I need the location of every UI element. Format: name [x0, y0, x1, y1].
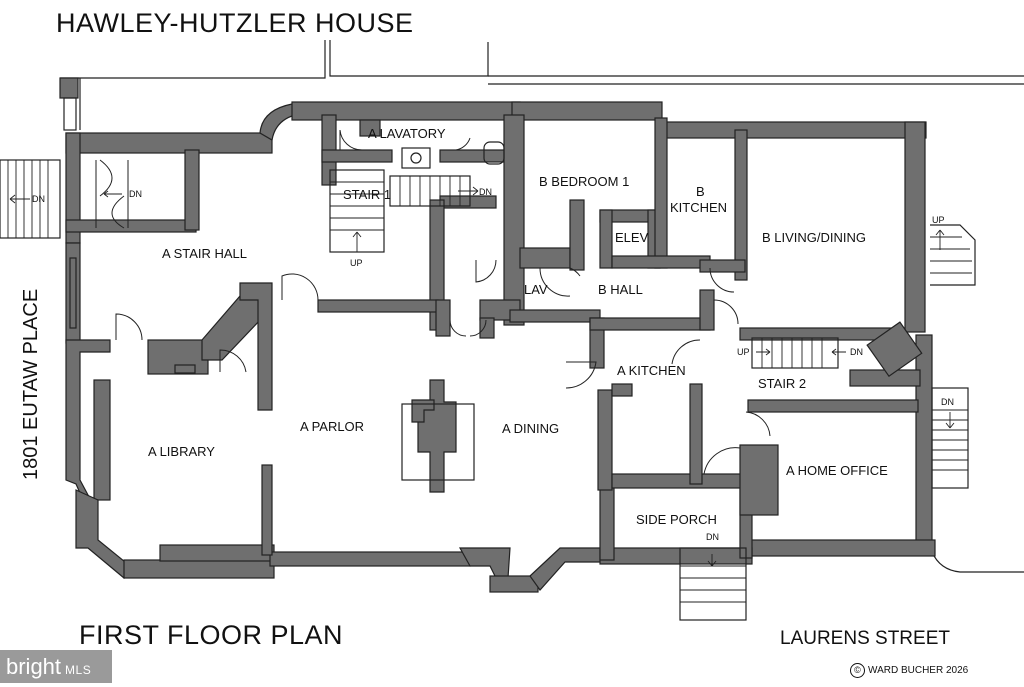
stair-mark-up-right: UP [932, 215, 945, 225]
stair-mark-dn-vestibule: DN [129, 189, 142, 199]
right-basement-stair [931, 387, 969, 489]
stair-mark-dn-front: DN [32, 194, 45, 204]
room-label-a-kitchen: A KITCHEN [617, 363, 686, 378]
street-label-bottom: LAURENS STREET [780, 628, 950, 649]
stair-mark-dn-porch: DN [706, 532, 719, 542]
room-label-bedroom: B BEDROOM 1 [539, 174, 630, 189]
room-label-living: B LIVING/DINING [762, 230, 867, 245]
room-label-dining: A DINING [502, 421, 560, 436]
front-steps [0, 159, 61, 239]
fireplace-mantel [401, 403, 475, 481]
room-label-elev: ELEV [615, 230, 649, 245]
plumbing-fixtures [401, 141, 505, 169]
vestibule-doors [95, 159, 129, 229]
interior-walls [65, 114, 923, 556]
stair-1 [329, 169, 479, 253]
room-label-stair1: STAIR 1 [343, 187, 392, 202]
corner-post [59, 77, 79, 99]
stair-mark-dn-right: DN [941, 397, 954, 407]
stair-mark-dn-stair1: DN [479, 187, 492, 197]
stair-mark-up-stair1: UP [350, 258, 363, 268]
room-label-parlor: A PARLOR [300, 419, 365, 434]
room-label-lav: LAV [524, 282, 548, 297]
room-label-porch: SIDE PORCH [636, 512, 717, 527]
room-label-b-kitchen-2: KITCHEN [670, 200, 728, 215]
porch-steps [679, 547, 747, 621]
room-label-office: A HOME OFFICE [786, 463, 888, 478]
plan-label: FIRST FLOOR PLAN [79, 620, 344, 650]
room-label-lavatory: A LAVATORY [368, 126, 446, 141]
copyright-text: WARD BUCHER 2026 [868, 665, 969, 676]
exterior-walls [65, 101, 936, 593]
stairs [0, 159, 976, 621]
stair-2 [751, 337, 846, 369]
room-label-stair2: STAIR 2 [758, 376, 807, 391]
house-title: HAWLEY-HUTZLER HOUSE [56, 8, 414, 38]
watermark-brand: bright [6, 654, 62, 679]
copyright-notice: © WARD BUCHER 2026 [850, 663, 968, 678]
street-label-side: 1801 EUTAW PLACE [20, 288, 42, 480]
stair-mark-dn-stair2: DN [850, 347, 863, 357]
room-label-b-kitchen-1: B [696, 184, 705, 199]
stair-mark-up-stair2: UP [737, 347, 750, 357]
right-entry-steps [930, 224, 976, 286]
copyright-icon: © [850, 663, 865, 678]
watermark-suffix: MLS [65, 663, 92, 677]
room-label-b-hall: B HALL [598, 282, 643, 297]
door-swings [115, 129, 771, 475]
room-label-stair-hall: A STAIR HALL [162, 246, 248, 261]
room-label-library: A LIBRARY [148, 444, 215, 459]
